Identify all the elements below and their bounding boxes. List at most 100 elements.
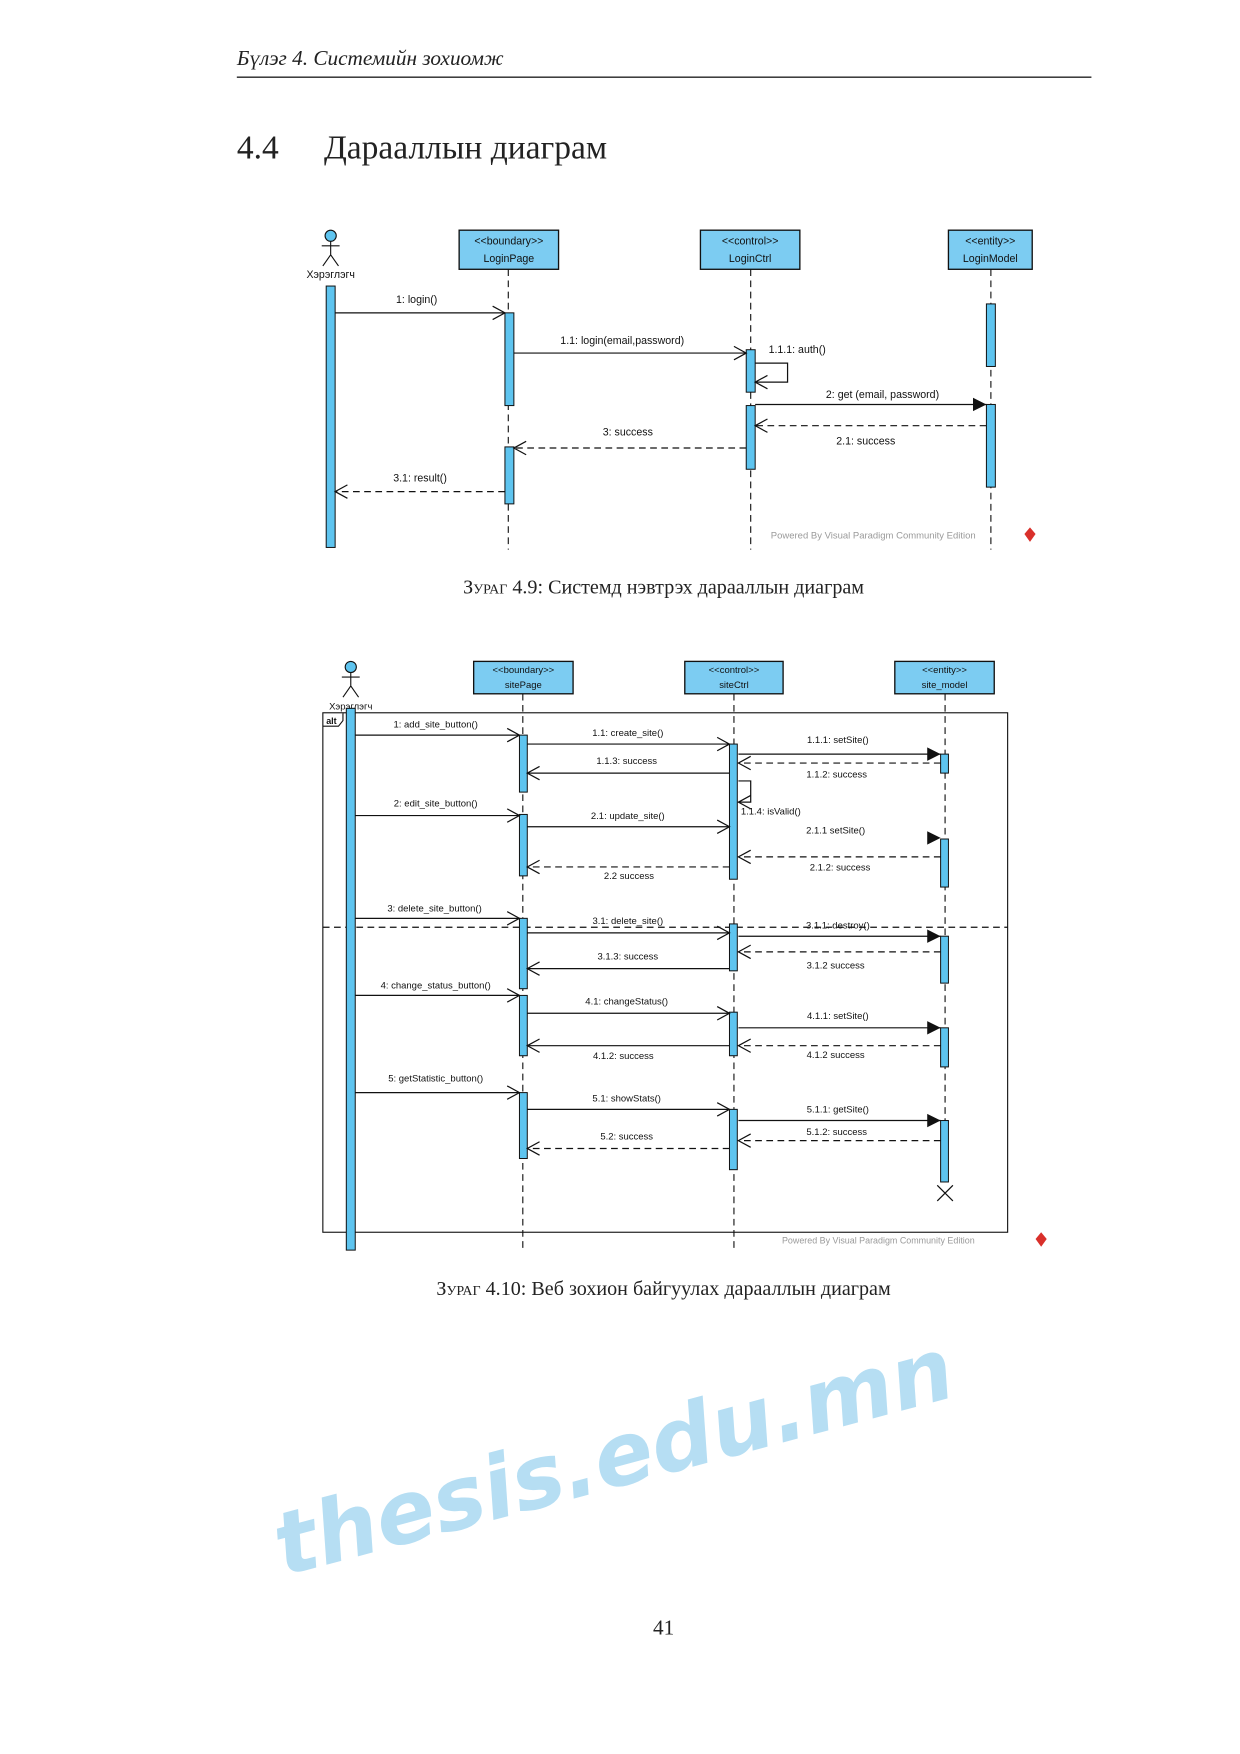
message-label: 3: delete_site_button() (387, 904, 481, 915)
activation-bar (728, 1011, 738, 1057)
open-arrowhead-icon (506, 727, 521, 743)
filled-arrowhead-icon (927, 929, 941, 943)
alt-frame (322, 712, 1009, 1233)
lifeline-box (699, 229, 801, 270)
caption-text: Веб зохион байгуулах дарааллын диаграм (531, 1278, 891, 1300)
activation-bar (345, 707, 356, 1251)
activation-bar (940, 1027, 949, 1068)
message-label: 2.1: success (836, 436, 895, 448)
open-arrowhead-icon (525, 1038, 540, 1053)
activation-bar (728, 1108, 738, 1171)
stereotype-label: <<control>> (722, 235, 779, 247)
stereotype-label: <<boundary>> (493, 665, 555, 676)
alt-frame-tab (322, 712, 344, 727)
powered-by-text: Powered By Visual Paradigm Community Edi… (771, 531, 976, 542)
activation-bar (504, 312, 515, 407)
open-arrowhead-icon (737, 755, 751, 771)
message-label: 1.1.1: auth() (769, 344, 826, 356)
message-label: 5.1: showStats() (592, 1094, 661, 1105)
figure-caption-4-9: Зураг 4.9: Системд нэвтрэх дарааллын диа… (463, 576, 864, 598)
message-label: 2.1: update_site() (591, 811, 665, 822)
open-arrowhead-icon (716, 736, 731, 752)
stereotype-label: <<control>> (709, 665, 760, 676)
message-label: 2: edit_site_button() (394, 799, 478, 810)
message-label: 4.1: changeStatus() (585, 996, 668, 1007)
message-label: 1.1.3: success (596, 756, 657, 767)
activation-bar (985, 403, 996, 488)
activation-bar (518, 994, 528, 1057)
open-arrowhead-icon (737, 849, 751, 865)
activation-bar (728, 923, 738, 972)
message-label: 1.1.2: success (806, 770, 867, 781)
message-label: 3.1: result() (393, 473, 447, 485)
stereotype-label: <<entity>> (965, 235, 1015, 247)
open-arrowhead-icon (525, 1141, 540, 1156)
open-arrowhead-icon (525, 961, 540, 976)
lifeline-box (947, 229, 1033, 270)
login-sequence-diagram: Хэрэглэгч<<boundary>>LoginPage<<control>… (306, 229, 1036, 550)
open-arrowhead-icon (506, 988, 521, 1003)
visual-paradigm-logo-icon (1024, 527, 1036, 542)
activation-bar (518, 813, 528, 877)
caption-label: Зураг 4.10: (436, 1278, 526, 1300)
lifeline-box (472, 660, 574, 695)
powered-by-text: Powered By Visual Paradigm Community Edi… (782, 1235, 975, 1245)
message-label: 3: success (603, 427, 653, 439)
message-label: 3.1: delete_site() (592, 916, 663, 927)
lifeline-box (458, 229, 560, 270)
caption-text: Системд нэвтрэх дарааллын диаграм (548, 576, 864, 598)
object-name: LoginCtrl (729, 253, 771, 265)
open-arrowhead-icon (716, 1006, 731, 1021)
message-label: 3.1.1: destroy() (806, 920, 870, 931)
activation-bar (940, 753, 949, 774)
activation-bar (325, 285, 336, 548)
message-label: 1: login() (396, 294, 437, 306)
activation-bar (940, 1120, 949, 1183)
site-sequence-diagram: Хэрэглэгчalt<<boundary>>sitePage<<contro… (322, 660, 1047, 1252)
open-arrowhead-icon (753, 418, 768, 433)
open-arrowhead-icon (506, 911, 521, 926)
message-label: 1.1: create_site() (592, 728, 663, 739)
open-arrowhead-icon (512, 440, 527, 456)
watermark: thesis.edu.mn (263, 1317, 964, 1596)
filled-arrowhead-icon (973, 397, 987, 412)
self-message-arrow (738, 780, 752, 803)
actor-head-icon (324, 229, 337, 242)
filled-arrowhead-icon (927, 1021, 941, 1035)
open-arrowhead-icon (525, 859, 540, 875)
stereotype-label: <<entity>> (922, 665, 967, 676)
open-arrowhead-icon (737, 794, 751, 810)
visual-paradigm-logo-icon (1035, 1232, 1047, 1247)
object-name: site_model (922, 680, 968, 691)
message-label: 3.1.3: success (597, 952, 658, 963)
actor-icon (321, 241, 340, 267)
section-title: Дарааллын диаграм (324, 130, 607, 167)
lifeline-box (684, 660, 784, 695)
lifeline-box (894, 660, 995, 695)
open-arrowhead-icon (333, 484, 348, 499)
object-name: LoginPage (483, 253, 534, 265)
activation-bar (745, 349, 756, 393)
actor-label: Хэрэглэгч (329, 701, 372, 712)
filled-arrowhead-icon (927, 747, 941, 761)
activation-bar (518, 1092, 528, 1160)
message-label: 1.1: login(email,password) (560, 335, 684, 347)
alt-frame-label: alt (326, 716, 336, 726)
message-label: 1.1.1: setSite() (807, 735, 869, 746)
open-arrowhead-icon (506, 1085, 521, 1100)
activation-bar (940, 838, 949, 888)
figure-caption-4-10: Зураг 4.10: Веб зохион байгуулах дараалл… (436, 1278, 891, 1300)
message-label: 2: get (email, password) (826, 389, 939, 401)
activation-bar (940, 935, 949, 984)
open-arrowhead-icon (737, 1038, 751, 1053)
activation-bar (518, 917, 528, 990)
actor-icon (341, 672, 360, 698)
open-arrowhead-icon (506, 808, 521, 823)
open-arrowhead-icon (737, 944, 751, 960)
running-header: Бүлэг 4. Системийн зохиомж (236, 46, 504, 70)
destroy-x-icon (936, 1184, 954, 1202)
message-label: 4.1.1: setSite() (807, 1011, 869, 1022)
message-label: 2.1.2: success (810, 862, 871, 873)
message-label: 5: getStatistic_button() (388, 1073, 483, 1084)
